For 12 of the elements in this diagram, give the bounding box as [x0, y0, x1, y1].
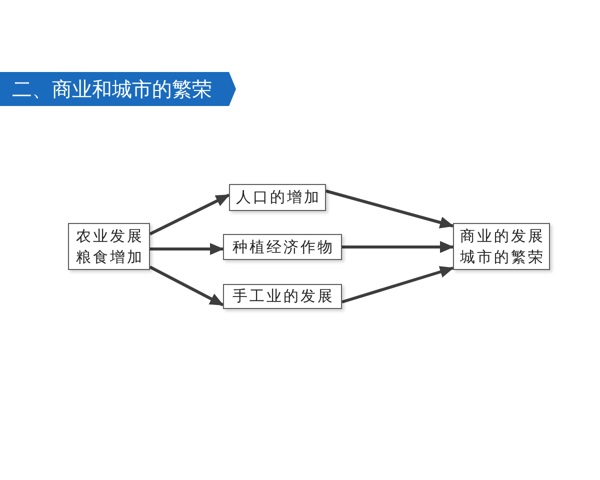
- arrow: [342, 241, 454, 253]
- process-box: 种植经济作物: [223, 234, 342, 260]
- process-box: 商业的发展城市的繁荣: [453, 223, 550, 270]
- process-box: 手工业的发展: [223, 284, 342, 309]
- arrow: [149, 194, 230, 236]
- arrow: [342, 266, 454, 304]
- process-box: 人口的增加: [229, 184, 326, 211]
- arrow: [149, 266, 224, 306]
- process-box: 农业发展粮食增加: [68, 223, 150, 270]
- arrow: [326, 190, 454, 228]
- arrow: [150, 243, 224, 255]
- title-banner: 二、商业和城市的繁荣: [0, 72, 236, 106]
